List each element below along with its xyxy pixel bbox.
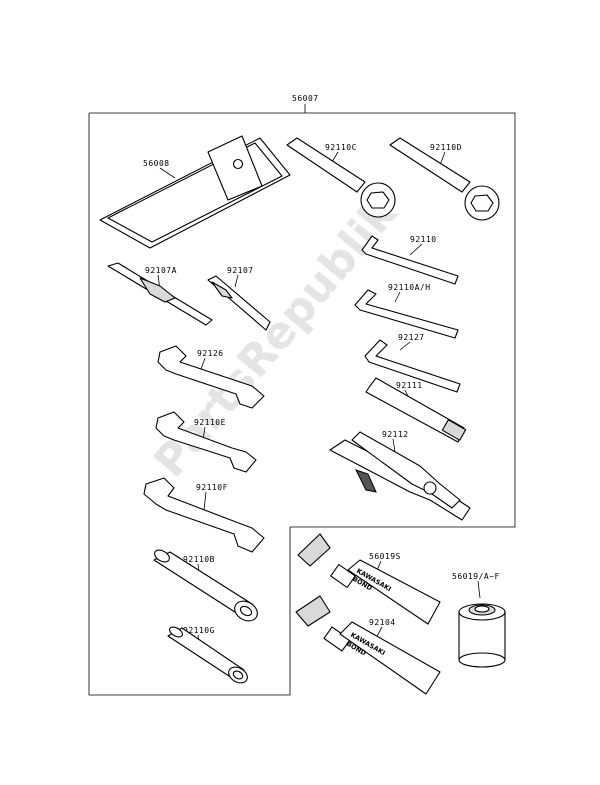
- label-box-wrench-g: 92110G: [183, 626, 215, 635]
- label-bond-1: 56019S: [369, 552, 401, 561]
- ring-wrench-d: [389, 137, 500, 221]
- spanner-92110e: [155, 411, 257, 473]
- box-wrench-92110b: [153, 549, 258, 622]
- hex-key-92110ah: [354, 289, 459, 339]
- pliers-92112: [329, 431, 471, 521]
- label-spanner-1: 92126: [197, 349, 224, 358]
- label-hex-key-2: 92110A/H: [388, 283, 431, 292]
- label-wrench-d: 92110D: [430, 143, 462, 152]
- label-wrench-c: 92110C: [325, 143, 357, 152]
- label-handle: 92111: [396, 381, 423, 390]
- label-spanner-3: 92110F: [196, 483, 228, 492]
- ring-wrench-c: [286, 137, 396, 218]
- bond-tube-92104: KAWASAKI BOND: [295, 595, 441, 695]
- label-kit: 56007: [292, 94, 319, 103]
- screwdriver-92107: [207, 275, 271, 331]
- label-hex-key-1: 92110: [410, 235, 437, 244]
- label-can: 56019/A~F: [452, 572, 500, 581]
- tool-pouch: [99, 135, 291, 249]
- label-box-wrench-b: 92110B: [183, 555, 215, 564]
- hex-key-92127: [364, 339, 461, 393]
- sealant-can: [458, 603, 506, 668]
- label-hex-key-3: 92127: [398, 333, 425, 342]
- label-screwdriver: 92107: [227, 266, 254, 275]
- handle-92111: [365, 377, 467, 443]
- label-screwdriver-a: 92107A: [145, 266, 177, 275]
- label-spanner-2: 92110E: [194, 418, 226, 427]
- label-bond-2: 92104: [369, 618, 396, 627]
- label-pliers: 92112: [382, 430, 409, 439]
- spanner-92110f: [143, 477, 265, 553]
- kit-frame: [88, 104, 516, 696]
- box-wrench-92110g: [167, 626, 248, 684]
- label-pouch: 56008: [143, 159, 170, 168]
- spanner-92126: [157, 345, 265, 409]
- screwdriver-92107a: [107, 262, 213, 326]
- hex-key-92110: [361, 235, 459, 285]
